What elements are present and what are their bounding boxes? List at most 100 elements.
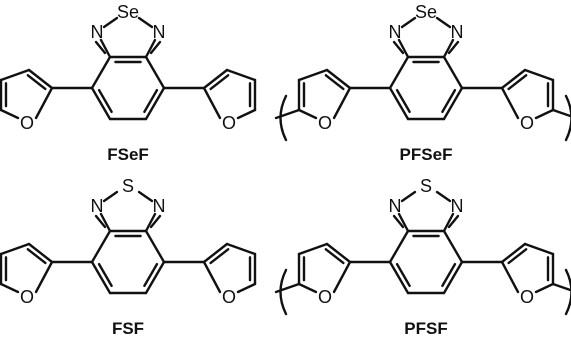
ring-bond (102, 190, 119, 203)
nitrogen-label: N (389, 196, 402, 216)
furan-bond (0, 282, 20, 294)
benzene-bond (144, 55, 166, 90)
benzene-bond (388, 55, 410, 90)
ring-bond (400, 190, 417, 203)
benzene-bond (442, 260, 464, 295)
nitrogen-label: N (91, 22, 104, 42)
furan-bond (297, 242, 329, 256)
ring-bond (400, 16, 417, 29)
furan-bond (0, 68, 31, 82)
ring-bond (144, 38, 157, 59)
polymer-end-bond (551, 282, 571, 292)
furan-bond (332, 86, 352, 120)
ring-bond (397, 38, 410, 59)
benzene-bond (90, 86, 112, 121)
nitrogen-label: N (153, 196, 166, 216)
furan-bond (27, 68, 54, 90)
furan-bond (500, 86, 520, 120)
ring-bond (99, 212, 112, 233)
heteroatom-label: Se (415, 2, 437, 22)
furan-bond (34, 260, 54, 294)
ring-bond (442, 38, 455, 59)
furan-bond (534, 108, 555, 120)
furan-double-bond (507, 74, 528, 91)
left-bracket (279, 268, 288, 316)
polymer-end-bond (551, 108, 571, 118)
furan-bond (236, 282, 257, 294)
oxygen-label: O (318, 113, 332, 133)
furan-bond (202, 68, 229, 90)
benzene-bond (144, 260, 166, 295)
benzene-bond (144, 86, 166, 121)
benzene-bond (442, 229, 464, 264)
benzene-bond (442, 55, 464, 90)
furan-double-bond (507, 248, 528, 265)
ring-bond (102, 16, 119, 29)
heteroatom-label: S (122, 176, 134, 196)
ring-bond (442, 212, 455, 233)
left-bracket (279, 94, 288, 142)
nitrogen-label: N (91, 196, 104, 216)
ring-bond (397, 212, 410, 233)
furan-bond (325, 242, 352, 264)
benzene-bond (442, 86, 464, 121)
furan-bond (500, 68, 527, 90)
oxygen-label: O (520, 287, 534, 307)
c-n-double-bond (392, 214, 405, 229)
benzene-double-bond (441, 88, 457, 114)
benzene-double-bond (395, 88, 411, 114)
benzene-bond (144, 229, 166, 264)
furan-bond (225, 68, 257, 82)
furan-bond (27, 242, 54, 264)
benzene-double-bond (395, 262, 411, 288)
ring-bond (144, 212, 157, 233)
benzene-double-bond (97, 262, 113, 288)
oxygen-label: O (318, 287, 332, 307)
ring-bond (435, 190, 452, 203)
furan-bond (523, 242, 555, 256)
compound-caption: PFSeF (400, 145, 453, 164)
oxygen-label: O (222, 113, 236, 133)
c-n-double-bond (94, 40, 107, 55)
benzene-bond (388, 86, 410, 121)
furan-bond (500, 242, 527, 264)
furan-double-bond (26, 74, 47, 91)
c-n-double-bond (149, 214, 162, 229)
compound-caption: FSeF (107, 145, 149, 164)
furan-double-bond (209, 248, 230, 265)
nitrogen-label: N (389, 22, 402, 42)
furan-bond (297, 68, 329, 82)
furan-bond (202, 242, 229, 264)
c-n-double-bond (447, 40, 460, 55)
furan-bond (225, 242, 257, 256)
benzene-bond (90, 260, 112, 295)
right-bracket (564, 94, 571, 142)
nitrogen-label: N (451, 22, 464, 42)
furan-bond (0, 108, 20, 120)
heteroatom-label: S (420, 176, 432, 196)
c-n-double-bond (149, 40, 162, 55)
oxygen-label: O (520, 113, 534, 133)
benzene-bond (90, 55, 112, 90)
furan-double-bond (324, 74, 345, 91)
oxygen-label: O (222, 287, 236, 307)
furan-bond (534, 282, 555, 294)
ring-bond (99, 38, 112, 59)
heteroatom-label: Se (117, 2, 139, 22)
nitrogen-label: N (153, 22, 166, 42)
furan-double-bond (209, 74, 230, 91)
compound-caption: PFSF (404, 319, 447, 338)
furan-bond (34, 86, 54, 120)
furan-bond (297, 282, 318, 294)
furan-bond (332, 260, 352, 294)
molecule-pfsf: NNSOOnPFSF (274, 176, 571, 338)
ring-bond (435, 16, 452, 29)
furan-bond (325, 68, 352, 90)
nitrogen-label: N (451, 196, 464, 216)
c-n-double-bond (447, 214, 460, 229)
furan-bond (202, 260, 222, 294)
c-n-double-bond (94, 214, 107, 229)
